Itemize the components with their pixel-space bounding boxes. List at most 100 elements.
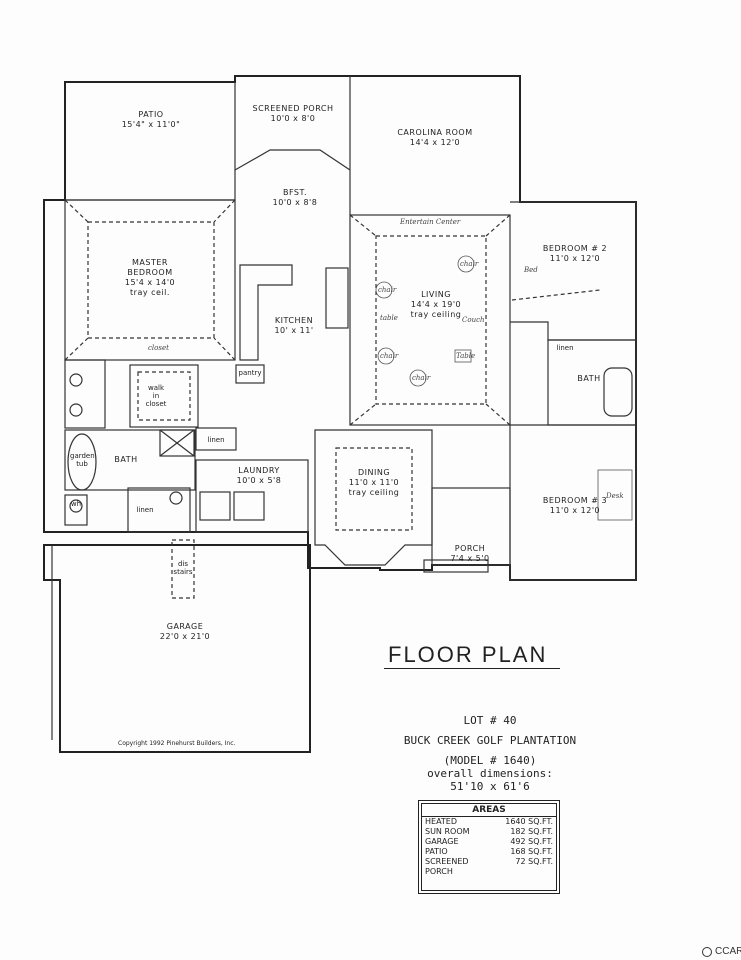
areas-value: 1640 SQ.FT. <box>505 817 553 826</box>
copyright-notice: Copyright 1992 Pinehurst Builders, Inc. <box>118 740 236 747</box>
room-dining-dim: 11'0 x 11'0 <box>348 478 400 487</box>
room-laundry: LAUNDRY 10'0 x 5'8 <box>224 466 294 486</box>
areas-row: GARAGE 492 SQ.FT. <box>422 837 556 847</box>
room-laundry-name: LAUNDRY <box>238 466 280 475</box>
note-entertain-center: Entertain Center <box>400 218 461 226</box>
room-bedroom-2-name: BEDROOM # 2 <box>542 244 608 253</box>
room-porch-name: PORCH <box>454 544 486 553</box>
room-dining: DINING 11'0 x 11'0 tray ceiling <box>336 468 412 498</box>
room-garage: GARAGE 22'0 x 21'0 <box>140 622 230 642</box>
areas-header: AREAS <box>422 804 556 817</box>
areas-label: GARAGE <box>425 837 459 846</box>
closet-line1: walk <box>147 384 164 392</box>
watermark-text: CCAR <box>715 946 741 957</box>
community-name: BUCK CREEK GOLF PLANTATION <box>403 734 577 747</box>
room-master-bedroom-name2: BEDROOM <box>127 268 173 277</box>
garden-tub-line1: garden <box>70 452 95 460</box>
room-pantry: pantry <box>238 369 262 377</box>
room-living-name: LIVING <box>421 290 451 299</box>
areas-row: HEATED 1640 SQ.FT. <box>422 817 556 827</box>
areas-value: 168 SQ.FT. <box>510 847 553 856</box>
water-heater: wh <box>70 500 82 508</box>
room-master-bedroom-dim: 15'4 x 14'0 <box>124 278 176 287</box>
model-number: (MODEL # 1640) <box>443 754 537 767</box>
note-chair-2: chair <box>460 260 479 268</box>
overall-dimensions-value: 51'10 x 61'6 <box>450 780 530 793</box>
room-bfst-dim: 10'0 x 8'8 <box>272 198 318 207</box>
room-garage-name: GARAGE <box>166 622 204 631</box>
room-dining-note: tray ceiling <box>348 488 400 497</box>
room-patio-name: PATIO <box>138 110 164 119</box>
room-kitchen-dim: 10' x 11' <box>274 326 314 335</box>
room-walk-in-closet: walk in closet <box>140 384 172 408</box>
title-underline <box>384 668 560 669</box>
room-bedroom-3-dim: 11'0 x 12'0 <box>549 506 601 515</box>
areas-row: SCREENED 72 SQ.FT. <box>422 857 556 867</box>
room-bedroom-2-dim: 11'0 x 12'0 <box>549 254 601 263</box>
garden-tub: garden tub <box>70 452 95 468</box>
room-carolina-room-dim: 14'4 x 12'0 <box>409 138 461 147</box>
room-bath-2: BATH <box>577 374 601 383</box>
room-bfst: BFST. 10'0 x 8'8 <box>250 188 340 208</box>
room-master-bath: BATH <box>114 455 138 464</box>
room-bedroom-3: BEDROOM # 3 11'0 x 12'0 <box>530 496 620 516</box>
areas-table: AREAS HEATED 1640 SQ.FT. SUN ROOM 182 SQ… <box>418 800 560 894</box>
room-kitchen: KITCHEN 10' x 11' <box>264 316 324 336</box>
disappearing-stairs: dis stairs <box>172 560 194 576</box>
areas-label: SCREENED <box>425 857 469 866</box>
room-screened-porch: SCREENED PORCH 10'0 x 8'0 <box>238 104 348 124</box>
room-patio: PATIO 15'4" x 11'0" <box>96 110 206 130</box>
room-screened-porch-name: SCREENED PORCH <box>252 104 334 113</box>
areas-label: SUN ROOM <box>425 827 470 836</box>
note-table-2: Table <box>456 352 476 360</box>
note-chair-1: chair <box>378 286 397 294</box>
areas-row: PORCH <box>422 867 556 877</box>
room-linen-2: linen <box>556 344 574 352</box>
note-closet: closet <box>148 344 169 352</box>
areas-label: HEATED <box>425 817 458 826</box>
areas-label: PORCH <box>425 867 453 876</box>
room-garage-dim: 22'0 x 21'0 <box>159 632 211 641</box>
garden-tub-line2: tub <box>76 460 88 468</box>
areas-value: 492 SQ.FT. <box>510 837 553 846</box>
room-bedroom-3-name: BEDROOM # 3 <box>542 496 608 505</box>
areas-label: PATIO <box>425 847 448 856</box>
overall-dimensions-label: overall dimensions: <box>427 767 553 780</box>
watermark: CCAR <box>702 946 741 957</box>
room-living-dim: 14'4 x 19'0 <box>410 300 462 309</box>
stairs-line1: dis <box>177 560 189 568</box>
closet-line2: in <box>152 392 160 400</box>
room-porch-dim: 7'4 x 5'0 <box>450 554 490 563</box>
room-master-bedroom: MASTER BEDROOM 15'4 x 14'0 tray ceil. <box>100 258 200 298</box>
note-chair-3: chair <box>380 352 399 360</box>
note-table-1: table <box>380 314 398 322</box>
areas-value: 72 SQ.FT. <box>515 857 553 866</box>
room-master-bedroom-note: tray ceil. <box>130 288 170 297</box>
room-living-note: tray ceiling <box>410 310 462 319</box>
copyright-circle-icon <box>702 946 712 957</box>
room-carolina-room-name: CAROLINA ROOM <box>397 128 473 137</box>
room-patio-dim: 15'4" x 11'0" <box>121 120 181 129</box>
stairs-line2: stairs <box>173 568 193 576</box>
note-desk: Desk <box>606 492 624 500</box>
note-bed: Bed <box>524 266 538 274</box>
areas-row: SUN ROOM 182 SQ.FT. <box>422 827 556 837</box>
room-living: LIVING 14'4 x 19'0 tray ceiling <box>396 290 476 320</box>
room-bfst-name: BFST. <box>282 188 307 197</box>
lot-number: LOT # 40 <box>463 714 517 727</box>
room-porch: PORCH 7'4 x 5'0 <box>440 544 500 564</box>
plan-title: FLOOR PLAN <box>388 642 548 667</box>
room-master-bedroom-name: MASTER <box>132 258 168 267</box>
room-screened-porch-dim: 10'0 x 8'0 <box>270 114 316 123</box>
closet-line3: closet <box>145 400 167 408</box>
note-couch: Couch <box>462 316 485 324</box>
areas-value: 182 SQ.FT. <box>510 827 553 836</box>
areas-row: PATIO 168 SQ.FT. <box>422 847 556 857</box>
note-chair-4: chair <box>412 374 431 382</box>
room-kitchen-name: KITCHEN <box>274 316 314 325</box>
room-dining-name: DINING <box>357 468 391 477</box>
room-laundry-dim: 10'0 x 5'8 <box>236 476 282 485</box>
room-bedroom-2: BEDROOM # 2 11'0 x 12'0 <box>530 244 620 264</box>
